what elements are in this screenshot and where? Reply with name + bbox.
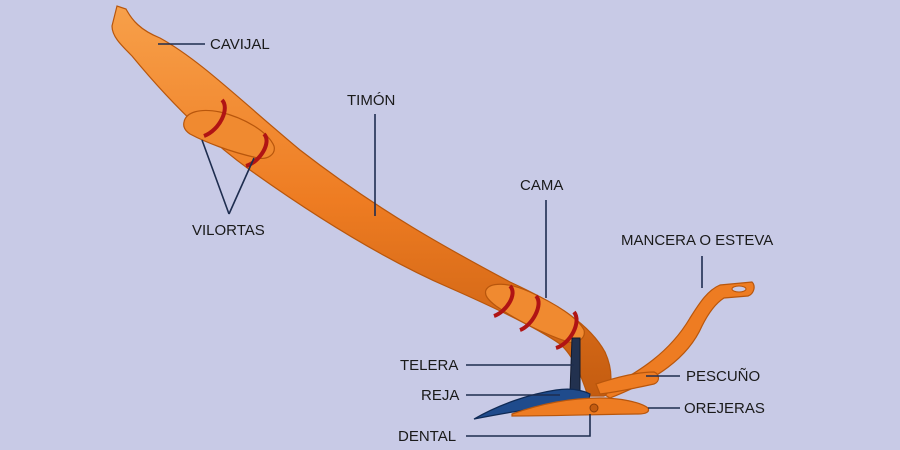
label-cavijal: CAVIJAL (210, 36, 270, 53)
label-vilortas: VILORTAS (192, 222, 265, 239)
label-dental: DENTAL (398, 428, 457, 445)
label-timon: TIMÓN (347, 92, 396, 109)
label-orejeras: OREJERAS (684, 400, 765, 417)
pescuno-wedge (595, 371, 660, 395)
label-telera: TELERA (400, 357, 459, 374)
label-reja: REJA (421, 387, 460, 404)
mancera-handle (598, 281, 755, 399)
timon-beam (111, 5, 612, 397)
label-cama: CAMA (520, 177, 564, 194)
leader-lines (158, 43, 703, 437)
label-mancera: MANCERA O ESTEVA (621, 232, 774, 249)
label-pescuno: PESCUÑO (686, 368, 761, 385)
vilortas-bands (203, 98, 579, 350)
